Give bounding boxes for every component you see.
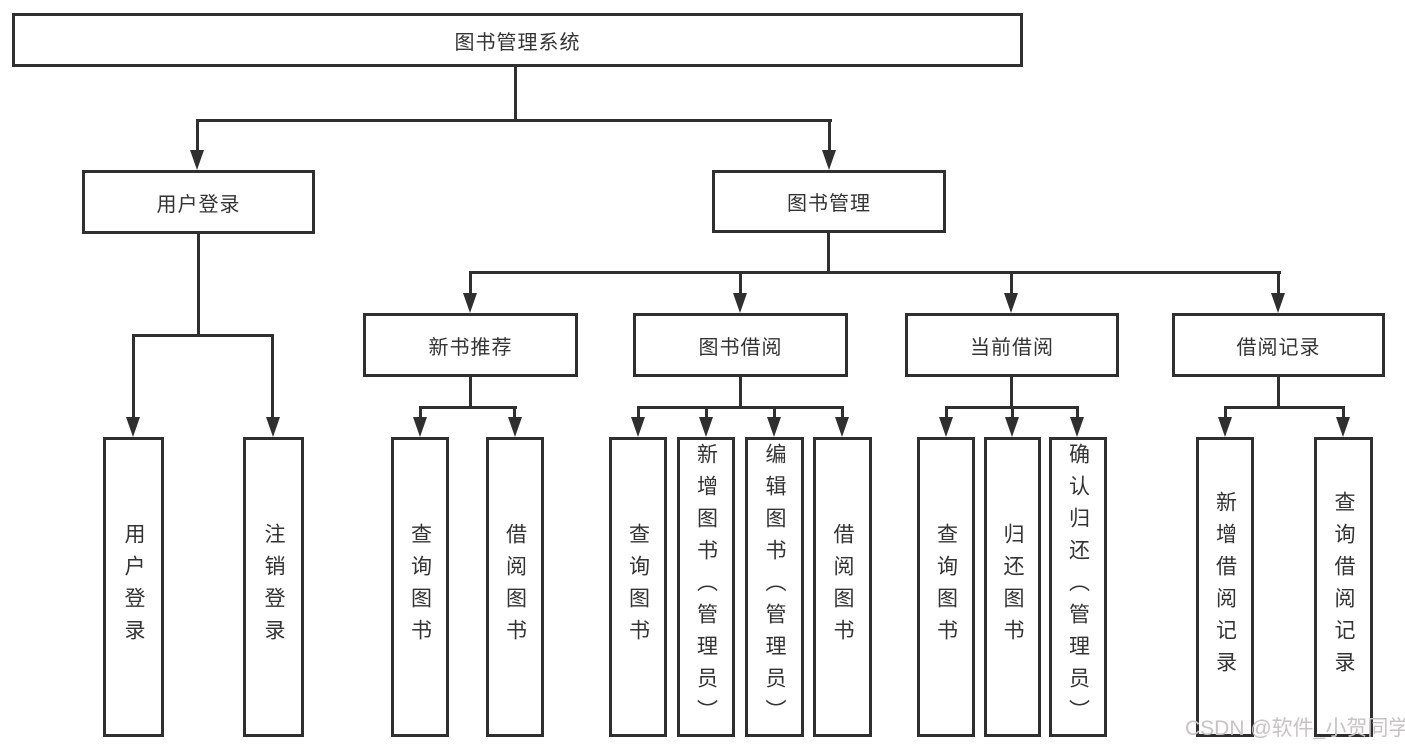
leaf-borrow-borrow: 借阅图书	[813, 437, 872, 737]
connector-to-nb1	[419, 406, 422, 417]
connector-to-br4	[841, 406, 844, 417]
connector-new-books-stub	[469, 376, 472, 409]
node-records-label: 借阅记录	[1236, 336, 1321, 359]
connector-to-login-leaf	[132, 334, 135, 417]
node-records: 借阅记录	[1172, 313, 1385, 377]
arrowhead-borrow	[733, 293, 747, 313]
leaf-borrow-edit: 编辑图书（管理员）	[745, 437, 804, 737]
leaf-borrow-query-label: 查询图书	[626, 523, 650, 651]
connector-user-login-stub	[197, 234, 200, 337]
connector-to-records	[1277, 271, 1280, 293]
csdn-watermark: CSDN @软件_小贺同学	[1185, 717, 1405, 740]
arrowhead-re2	[1336, 417, 1350, 437]
connector-borrow-stub	[739, 376, 742, 409]
arrowhead-login-leaf	[126, 417, 140, 437]
leaf-newbooks-query: 查询图书	[391, 437, 449, 737]
connector-level3-hline	[469, 271, 1281, 274]
connector-to-user-login	[196, 119, 199, 150]
node-book-mgmt-label: 图书管理	[787, 193, 871, 215]
leaf-borrow-edit-label: 编辑图书（管理员）	[763, 443, 787, 731]
node-user-login: 用户登录	[82, 170, 315, 234]
leaf-records-query-label: 查询借阅记录	[1332, 491, 1356, 683]
arrowhead-nb2	[508, 417, 522, 437]
connector-to-current	[1010, 271, 1013, 293]
leaf-newbooks-borrow: 借阅图书	[486, 437, 544, 737]
arrowhead-current	[1004, 293, 1018, 313]
connector-borrow-hline	[637, 406, 844, 409]
node-current: 当前借阅	[905, 313, 1119, 377]
connector-to-br1	[637, 406, 640, 417]
arrowhead-br3	[767, 417, 781, 437]
connector-to-nb2	[513, 406, 516, 417]
connector-level2-hline	[196, 119, 832, 122]
leaf-user-login: 用户登录	[103, 437, 164, 737]
arrowhead-br2	[699, 417, 713, 437]
arrowhead-new-books	[463, 293, 477, 313]
connector-to-cu2	[1011, 406, 1014, 417]
leaf-borrow-add: 新增图书（管理员）	[677, 437, 735, 737]
leaf-records-add: 新增借阅记录	[1196, 437, 1254, 737]
leaf-newbooks-query-label: 查询图书	[408, 523, 432, 651]
connector-to-borrow	[739, 271, 742, 293]
node-new-books-label: 新书推荐	[428, 336, 513, 359]
connector-to-br3	[773, 406, 776, 417]
connector-records-stub	[1277, 376, 1280, 409]
node-book-mgmt: 图书管理	[712, 170, 946, 233]
connector-to-cu3	[1076, 406, 1079, 417]
node-borrow-label: 图书借阅	[698, 336, 783, 359]
arrowhead-re1	[1218, 417, 1232, 437]
connector-to-re1	[1224, 406, 1227, 417]
leaf-logout-label: 注销登录	[262, 523, 286, 651]
node-new-books: 新书推荐	[363, 313, 578, 377]
arrowhead-br4	[835, 417, 849, 437]
connector-to-br2	[705, 406, 708, 417]
connector-to-book-mgmt	[828, 119, 831, 150]
arrowhead-cu3	[1070, 417, 1084, 437]
leaf-borrow-add-label: 新增图书（管理员）	[694, 443, 718, 731]
connector-to-new-books	[469, 271, 472, 293]
connector-to-cu1	[945, 406, 948, 417]
leaf-current-return-label: 归还图书	[1001, 523, 1025, 651]
leaf-current-confirm-label: 确认归还（管理员）	[1066, 443, 1090, 731]
leaf-current-confirm: 确认归还（管理员）	[1049, 437, 1107, 737]
node-borrow: 图书借阅	[633, 313, 848, 377]
arrowhead-user-login	[190, 150, 204, 170]
leaf-current-query: 查询图书	[917, 437, 975, 737]
leaf-borrow-query: 查询图书	[609, 437, 667, 737]
node-library-system: 图书管理系统	[12, 13, 1023, 67]
leaf-records-query: 查询借阅记录	[1314, 437, 1373, 737]
arrowhead-cu1	[939, 417, 953, 437]
leaf-current-query-label: 查询图书	[934, 523, 958, 651]
connector-to-re2	[1342, 406, 1345, 417]
connector-current-stub	[1010, 376, 1013, 409]
leaf-records-add-label: 新增借阅记录	[1213, 491, 1237, 683]
connector-records-hline	[1224, 406, 1345, 409]
leaf-current-return: 归还图书	[984, 437, 1041, 737]
leaf-user-login-label: 用户登录	[122, 523, 146, 651]
connector-to-logout-leaf	[271, 334, 274, 417]
arrowhead-book-mgmt	[822, 150, 836, 170]
connector-new-books-hline	[419, 406, 517, 409]
connector-root-stub	[514, 66, 517, 121]
arrowhead-logout-leaf	[266, 417, 280, 437]
leaf-newbooks-borrow-label: 借阅图书	[503, 523, 527, 651]
arrowhead-cu2	[1005, 417, 1019, 437]
leaf-logout: 注销登录	[243, 437, 304, 737]
node-current-label: 当前借阅	[970, 336, 1054, 359]
arrowhead-nb1	[413, 417, 427, 437]
connector-user-login-hline	[132, 334, 274, 337]
node-user-login-label: 用户登录	[156, 193, 241, 216]
arrowhead-records	[1271, 293, 1285, 313]
connector-book-mgmt-stub	[827, 233, 830, 274]
arrowhead-br1	[631, 417, 645, 437]
node-library-system-label: 图书管理系统	[454, 31, 581, 54]
leaf-borrow-borrow-label: 借阅图书	[831, 523, 855, 651]
